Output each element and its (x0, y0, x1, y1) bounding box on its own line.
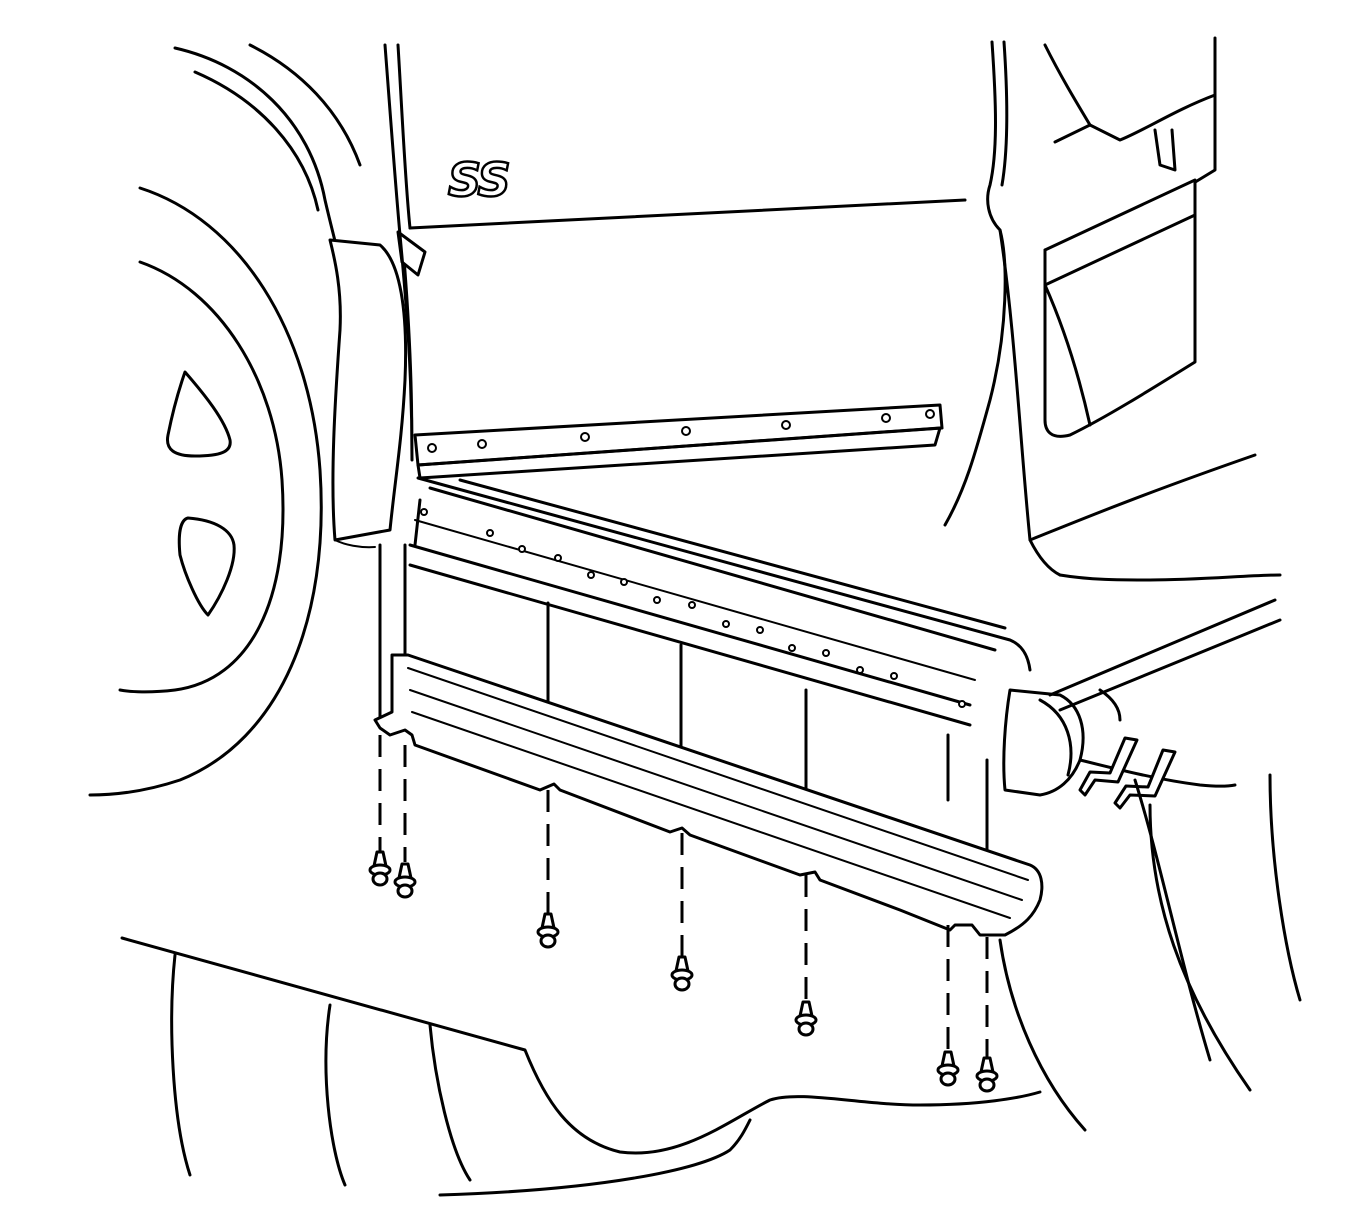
support-brackets (1078, 736, 1177, 810)
door-front-edge (383, 43, 427, 462)
ss-emblem: SS (448, 153, 509, 207)
rear-wheel-opening (1002, 598, 1282, 797)
push-pin (794, 1000, 818, 1037)
rear-quarter (998, 36, 1282, 582)
push-pin (670, 955, 694, 992)
front-fender (173, 43, 408, 549)
upper-mounting-strip (413, 403, 944, 480)
push-pin (368, 850, 392, 887)
fastener-paths (378, 735, 989, 1060)
push-pin (936, 1050, 960, 1087)
lower-body (120, 773, 1302, 1197)
push-pin-fasteners (368, 850, 999, 1093)
push-pin (975, 1056, 999, 1093)
front-tire (88, 186, 323, 797)
push-pin (393, 862, 417, 899)
rocker-panel-molding (373, 653, 1044, 937)
rocker-sill (378, 476, 1032, 854)
push-pin (536, 912, 560, 949)
